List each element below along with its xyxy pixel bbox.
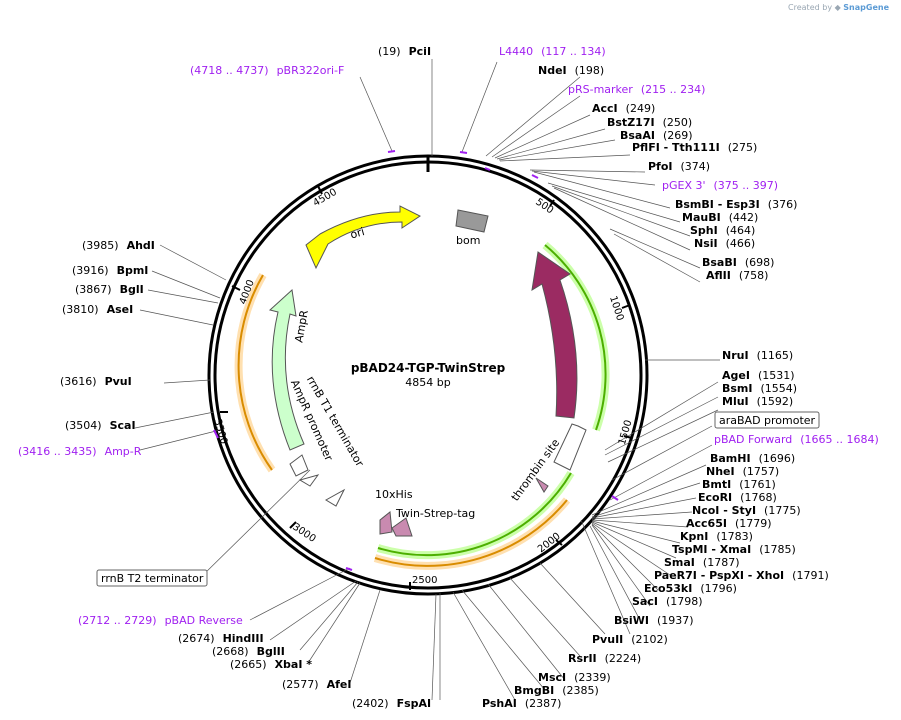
plasmid-length: 4854 bp [405,376,450,389]
enzyme-label: EcoRI(1768) [698,491,777,504]
his-tag [379,511,393,535]
leader-lines [134,59,720,701]
enzyme-label: BsmI(1554) [722,382,797,395]
feature-label-arac: araC [579,320,596,348]
enzyme-label: NsiI(466) [694,237,755,250]
boxed-feature-label: rrnB T2 terminator [101,572,204,585]
feature-label-ampr: AmpR [292,309,311,344]
enzyme-label: PfoI(374) [648,160,710,173]
enzyme-label: Acc65I(1779) [686,517,772,530]
enzyme-label: (3867)BglI [75,283,144,296]
bom-box [455,209,489,233]
enzyme-label: (3810)AseI [62,303,133,316]
ampr-promoter-arrow [289,454,309,477]
boxed-feature-araBAD: araBAD promoter [714,411,820,429]
enzyme-label: PshAI(2387) [482,697,561,710]
enzyme-label: (2402)FspAI [352,697,431,710]
ampr-arrow [268,289,305,451]
enzyme-label: (2674)HindIII [178,632,264,645]
enzyme-label: Eco53kI(1796) [644,582,737,595]
enzyme-label: SmaI(1787) [664,556,739,569]
enzyme-label: AgeI(1531) [722,369,795,382]
enzyme-label: (2668)BglII [212,645,285,658]
enzyme-label: BamHI(1696) [710,452,795,465]
enzyme-label: (3985)AhdI [82,239,155,252]
credit-brand: SnapGene [843,3,889,12]
tick-label: 2500 [412,575,437,586]
rrnb-t1-arrow [298,474,320,487]
tick-label: 1000 [607,295,625,323]
plasmid-name: pBAD24-TGP-TwinStrep [351,361,506,375]
enzyme-label: BsiWI(1937) [614,614,694,627]
enzyme-label: MauBI(442) [682,211,758,224]
snapgene-logo-icon: ◆ [834,3,841,12]
primer-label: pRS-marker(215 .. 234) [568,83,705,96]
enzyme-label: PflFI - Tth111I(275) [632,141,757,154]
feature-label-bom: bom [456,234,480,247]
credit-text: Created by [788,3,833,12]
enzyme-label: (2665)XbaI * [230,658,312,671]
enzyme-label: (3916)BpmI [72,264,148,277]
twin-strep-tag [391,517,413,537]
feature-label-twin-strep: Twin-Strep-tag [395,507,475,520]
enzyme-label: PaeR7I - PspXI - XhoI(1791) [654,569,829,582]
enzyme-label: MscI(2339) [538,671,611,684]
boxed-feature-rrnb-t2: rrnB T2 terminator [96,569,208,587]
enzyme-label: (3504)ScaI [65,419,136,432]
primer-label: pBAD Forward(1665 .. 1684) [714,433,879,446]
rrnb-t2-arrow [325,488,346,507]
enzyme-label: NheI(1757) [706,465,779,478]
enzyme-label: BsaBI(698) [702,256,774,269]
enzyme-label: NruI(1165) [722,349,793,362]
ori-arrow [305,205,421,270]
enzyme-label: PvuII(2102) [592,633,668,646]
enzyme-label: KpnI(1783) [680,530,753,543]
primer-label: pGEX 3'(375 .. 397) [662,179,778,192]
boxed-feature-label: araBAD promoter [719,414,816,427]
enzyme-label: BmgBI(2385) [514,684,599,697]
strep-small [535,477,549,493]
enzyme-label: RsrII(2224) [568,652,641,665]
snapgene-credit: Created by ◆ SnapGene [788,3,889,12]
primer-label: (2712 .. 2729)pBAD Reverse [78,614,243,627]
primer-label: (4718 .. 4737)pBR322ori-F [190,64,344,77]
arac-arrow [531,251,578,419]
enzyme-label: SphI(464) [690,224,755,237]
thrombin-site-arrow [553,423,587,471]
enzyme-label: BstZ17I(250) [607,116,692,129]
primer-label: L4440(117 .. 134) [499,45,606,58]
enzyme-label: NcoI - StyI(1775) [692,504,801,517]
enzyme-label: NdeI(198) [538,64,604,77]
enzyme-label: BsmBI - Esp3I(376) [675,198,797,211]
feature-label-ori: ori [349,225,366,241]
tick-label: 500 [533,197,555,217]
enzyme-label: (2577)AfeI [282,678,351,691]
enzyme-label: AccI(249) [592,102,655,115]
primer-label: (3416 .. 3435)Amp-R [18,445,142,458]
enzyme-label: TspMI - XmaI(1785) [672,543,796,556]
enzyme-label: (3616)PvuI [60,375,132,388]
enzyme-label: (19)PciI [378,45,431,58]
tick-marks [220,185,633,590]
feature-tracks [234,241,610,570]
enzyme-label: BsaAI(269) [620,129,693,142]
feature-arrows [268,205,587,537]
enzyme-label: BmtI(1761) [702,478,776,491]
enzyme-label: SacI(1798) [632,595,703,608]
enzyme-label: MluI(1592) [722,395,793,408]
primer-marks [213,150,619,571]
enzyme-label: AflII(758) [706,269,768,282]
feature-label-10xhis: 10xHis [375,488,413,501]
